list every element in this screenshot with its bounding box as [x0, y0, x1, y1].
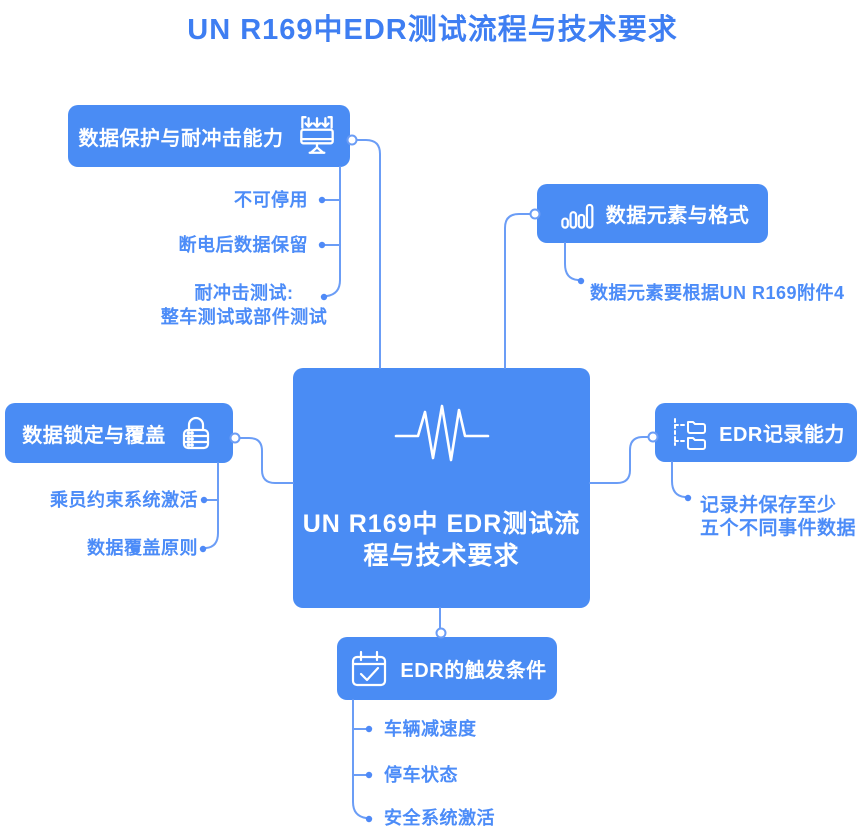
branch-label-data-protection: 数据保护与耐冲击能力	[78, 127, 284, 150]
child-node-power-loss-retention[interactable]: 断电后数据保留	[108, 233, 308, 257]
central-topic-node[interactable]: UN R169中 EDR测试流程与技术要求	[293, 368, 590, 608]
branch-node-data-locking[interactable]: 数据锁定与覆盖	[5, 403, 233, 463]
central-topic-line2: EDR测试流程与技术要求	[363, 510, 581, 570]
child-node-no-deactivation[interactable]: 不可停用	[108, 188, 308, 212]
child-node-five-events[interactable]: 记录并保存至少 五个不同事件数据	[700, 494, 856, 540]
central-topic-label: UN R169中 EDR测试流程与技术要求	[293, 508, 590, 572]
child-label: 停车状态	[384, 765, 458, 785]
branch-label-edr-trigger: EDR的触发条件	[400, 660, 547, 682]
branch-node-edr-recording[interactable]: EDR记录能力	[655, 403, 857, 462]
child-node-safety-system-activation[interactable]: 安全系统激活	[384, 806, 495, 830]
page-title: UN R169中EDR测试流程与技术要求	[187, 14, 678, 46]
calendar-check-icon	[347, 647, 391, 691]
waveform-icon	[394, 398, 490, 464]
child-label: 乘员约束系统激活	[50, 490, 198, 510]
monitor-download-icon	[294, 113, 340, 159]
child-node-overwrite-principle[interactable]: 数据覆盖原则	[20, 536, 198, 560]
child-node-annex4[interactable]: 数据元素要根据UN R169附件4	[590, 281, 845, 305]
child-label: 不可停用	[234, 190, 308, 210]
branch-node-edr-trigger[interactable]: EDR的触发条件	[337, 637, 557, 700]
branch-label-edr-recording: EDR记录能力	[719, 424, 845, 446]
branch-node-data-protection[interactable]: 数据保护与耐冲击能力	[68, 105, 350, 167]
child-label-line2: 五个不同事件数据	[700, 518, 857, 539]
child-label: 数据覆盖原则	[87, 538, 198, 558]
child-node-restraint-activation[interactable]: 乘员约束系统激活	[20, 488, 198, 512]
child-node-crash-test[interactable]: 耐冲击测试: 整车测试或部件测试	[134, 281, 354, 329]
child-label-line2: 整车测试或部件测试	[160, 307, 328, 327]
central-topic-line1: UN R169中	[302, 510, 439, 538]
branch-label-data-elements: 数据元素与格式	[605, 205, 750, 227]
child-label: 数据元素要根据UN R169附件4	[590, 283, 845, 303]
child-label: 安全系统激活	[384, 808, 495, 828]
child-label: 车辆减速度	[384, 719, 477, 739]
branch-node-data-elements[interactable]: 数据元素与格式	[537, 184, 768, 243]
bar-chart-icon	[556, 194, 596, 234]
child-label-line1: 记录并保存至少	[700, 495, 837, 516]
child-label-line1: 耐冲击测试:	[194, 283, 294, 303]
branch-label-data-locking: 数据锁定与覆盖	[22, 424, 166, 447]
child-label: 断电后数据保留	[178, 235, 308, 255]
lock-icon	[176, 413, 216, 453]
child-node-parking-state[interactable]: 停车状态	[384, 763, 458, 787]
folder-tree-icon	[667, 413, 711, 453]
child-node-deceleration[interactable]: 车辆减速度	[384, 717, 477, 741]
